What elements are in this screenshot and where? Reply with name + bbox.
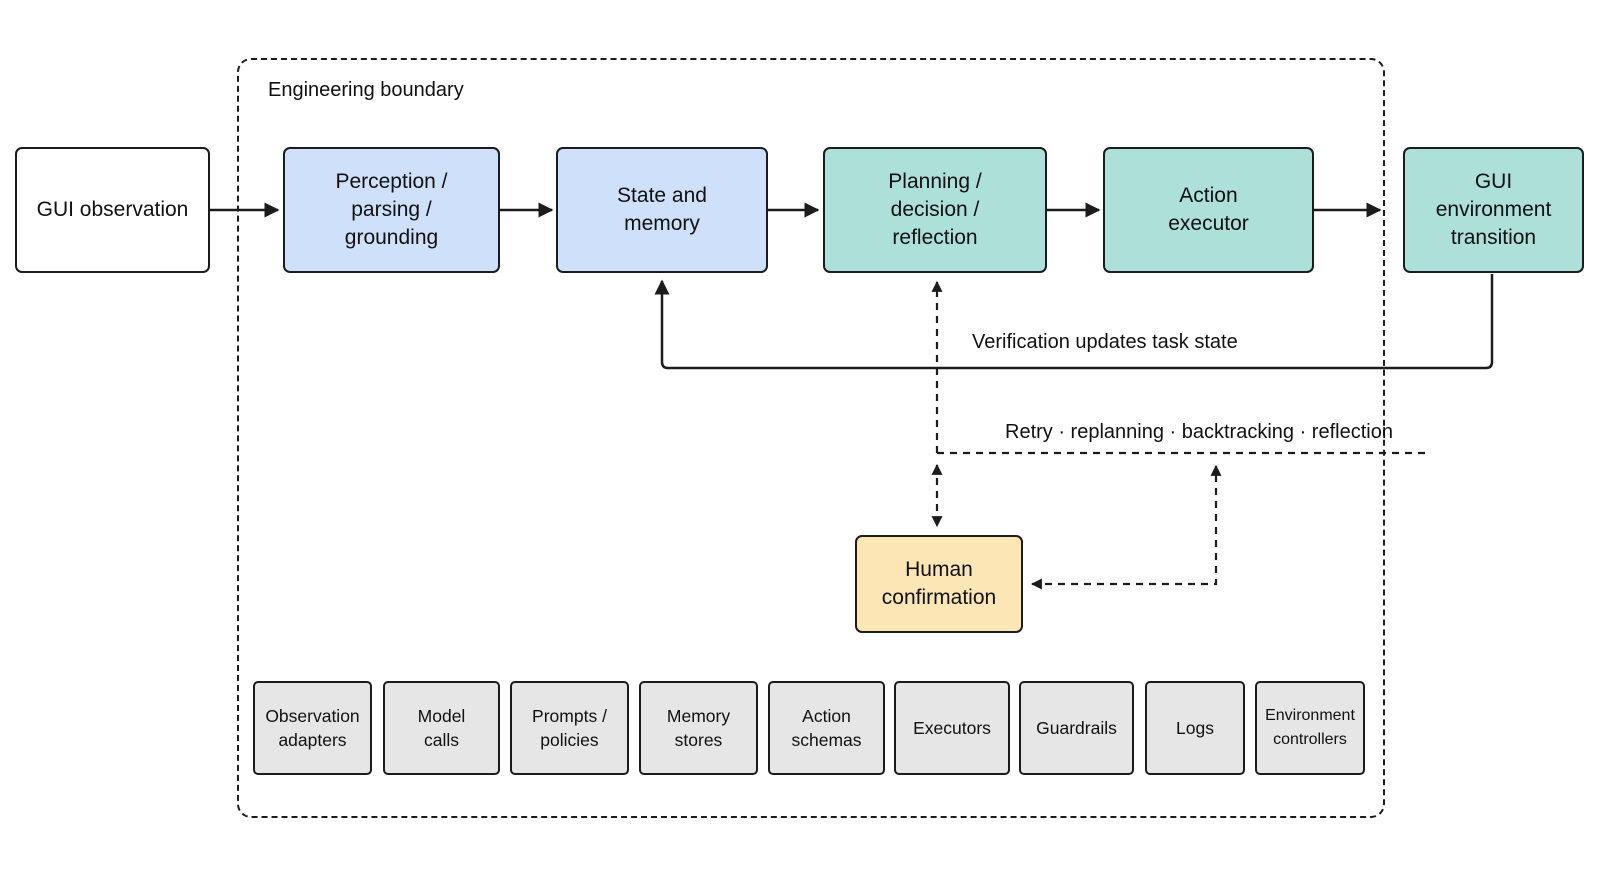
gui-environment-node: GUI environment transition: [1403, 147, 1584, 273]
state-memory-node: State and memory: [556, 147, 768, 273]
component-memory-stores: Memory stores: [639, 681, 758, 775]
component-prompts-policies: Prompts / policies: [510, 681, 629, 775]
component-observation-adapters: Observation adapters: [253, 681, 372, 775]
engineering-boundary: [237, 58, 1385, 818]
perception-node: Perception / parsing / grounding: [283, 147, 500, 273]
engineering-boundary-label: Engineering boundary: [268, 79, 464, 101]
component-executors: Executors: [894, 681, 1010, 775]
human-to-retry-arrow: [1030, 464, 1222, 590]
verification-feedback-arrow: [654, 274, 1494, 370]
component-environment-controllers: Environment controllers: [1255, 681, 1365, 775]
component-model-calls: Model calls: [383, 681, 500, 775]
component-action-schemas: Action schemas: [768, 681, 885, 775]
human-confirmation-node: Human confirmation: [855, 535, 1023, 633]
retry-label: Retry · replanning · backtracking · refl…: [1005, 421, 1393, 443]
gui-observation-node: GUI observation: [15, 147, 210, 273]
action-executor-node: Action executor: [1103, 147, 1314, 273]
component-guardrails: Guardrails: [1019, 681, 1134, 775]
verification-label: Verification updates task state: [972, 331, 1238, 353]
planning-node: Planning / decision / reflection: [823, 147, 1047, 273]
component-logs: Logs: [1145, 681, 1245, 775]
